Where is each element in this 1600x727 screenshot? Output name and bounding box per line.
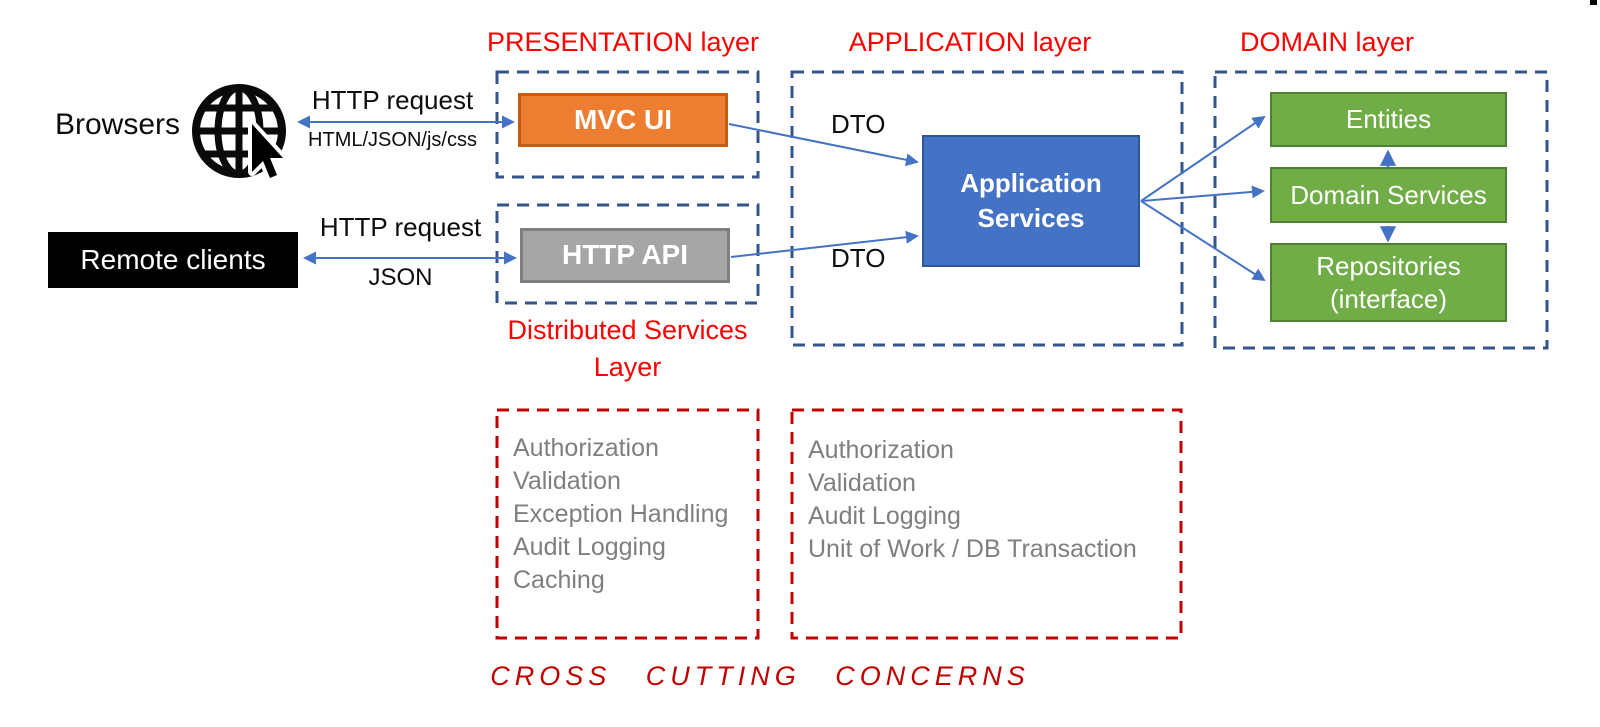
concern-item: Authorization [513, 434, 659, 462]
screen-artifact [1590, 0, 1597, 5]
cross-cutting-concerns-title: CROSS CUTTING CONCERNS [490, 661, 1030, 691]
remote-http-request-label: HTTP request [319, 212, 482, 242]
remote-clients-label: Remote clients [80, 244, 266, 275]
mvc-ui-label: MVC UI [574, 103, 672, 135]
domain-services-node: Domain Services [1270, 167, 1507, 223]
browsers-label: Browsers [55, 108, 181, 141]
repositories-node: Repositories (interface) [1270, 243, 1507, 322]
concern-item: Audit Logging [513, 533, 666, 561]
arrow-appservices-entities [1140, 115, 1266, 202]
concern-item: Validation [808, 469, 916, 497]
domain-services-label: Domain Services [1290, 179, 1487, 210]
concern-item: Exception Handling [513, 500, 729, 528]
arrow-api-appservices [730, 230, 919, 258]
arrow-appservices-repositories [1140, 200, 1266, 282]
browsers-payload-label: HTML/JSON/js/css [308, 129, 477, 151]
remote-payload-label: JSON [368, 264, 433, 291]
entities-label: Entities [1345, 104, 1432, 135]
application-layer-title: APPLICATION layer [848, 27, 1092, 57]
http-api-node: HTTP API [520, 228, 730, 283]
globe-icon [192, 84, 287, 182]
domain-layer-title: DOMAIN layer [1239, 27, 1415, 57]
arrow-mvc-appservices [728, 123, 919, 167]
concern-item: Audit Logging [808, 502, 961, 530]
distributed-services-layer-title: Distributed Services Layer [507, 315, 748, 383]
arrow-appservices-domainservices [1140, 185, 1265, 202]
application-services-label: Application Services [960, 167, 1102, 233]
remote-clients-node: Remote clients [48, 232, 298, 288]
dto-label-top: DTO [831, 109, 886, 139]
concern-item: Unit of Work / DB Transaction [808, 535, 1137, 563]
mvc-ui-node: MVC UI [518, 93, 728, 147]
entities-node: Entities [1270, 92, 1507, 147]
application-services-node: Application Services [922, 135, 1140, 267]
cursor-icon [248, 120, 287, 182]
dto-label-bottom: DTO [831, 243, 886, 273]
http-api-label: HTTP API [561, 239, 688, 271]
presentation-layer-title: PRESENTATION layer [487, 27, 760, 57]
concern-item: Validation [513, 467, 621, 495]
browsers-http-request-label: HTTP request [311, 85, 474, 115]
concern-item: Caching [513, 566, 605, 594]
repositories-label: Repositories (interface) [1316, 251, 1461, 314]
concern-item: Authorization [808, 436, 954, 464]
